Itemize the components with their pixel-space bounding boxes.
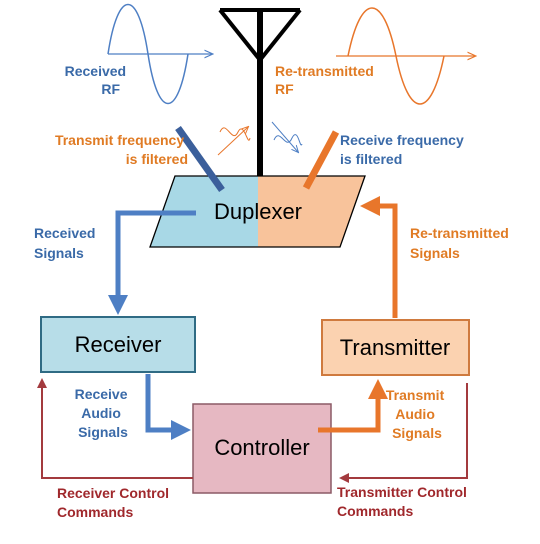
transmit-frequency-label: Transmit frequency [55, 132, 184, 148]
received-rf-wave [107, 4, 212, 104]
svg-text:Re-transmitted Signals: Re-transmitted Signals [410, 225, 513, 261]
receiver-control-label-2: Commands [57, 504, 133, 520]
receiver-label: Receiver [75, 332, 162, 357]
receiver-control-line [37, 378, 193, 479]
svg-text:Transmitter Control Comman: Transmitter Control Commands [337, 484, 471, 519]
receive-audio-label: Receive [75, 386, 128, 402]
transmit-audio-label-3: Signals [392, 425, 442, 441]
receive-audio-arrow [145, 374, 191, 440]
received-rf-label-2: RF [101, 81, 120, 97]
controller-block: Controller [192, 403, 332, 494]
received-signals-label: Received [34, 225, 95, 241]
transmit-audio-arrow [318, 379, 388, 433]
received-signals-label-2: Signals [34, 245, 84, 261]
duplexer-label: Duplexer [214, 199, 302, 224]
receive-filter-bar [302, 130, 340, 190]
retransmitted-signals-label-2: Signals [410, 245, 460, 261]
transmit-frequency-label-2: is filtered [126, 151, 188, 167]
transmitter-control-line [339, 383, 468, 483]
small-filtered-waves [217, 121, 303, 156]
svg-text:Receive Audio Signals: Receive Audio Signals [75, 386, 132, 440]
retransmitted-rf-wave [336, 7, 475, 105]
controller-label: Controller [214, 435, 309, 460]
retransmitted-rf-label-2: RF [275, 81, 294, 97]
svg-text:Transmit frequency is filt: Transmit frequency is filtered [55, 132, 188, 167]
transmitter-control-label: Transmitter Control [337, 484, 467, 500]
svg-text:Transmit Audio Signals: Transmit Audio Signals [386, 387, 448, 441]
received-rf-label: Received [65, 63, 126, 79]
svg-text:Received RF: Received RF [65, 63, 130, 97]
retransmitted-signals-label: Re-transmitted [410, 225, 509, 241]
svg-text:Receiver Control Commands: Receiver Control Commands [57, 485, 173, 520]
receive-audio-label-2: Audio [81, 405, 121, 421]
retransmitted-rf-label: Re-transmitted [275, 63, 374, 79]
svg-text:Re-transmitted RF: Re-transmitted RF [275, 63, 378, 97]
antenna-icon [218, 8, 302, 178]
transmitter-block: Transmitter [321, 319, 470, 376]
receiver-control-label: Receiver Control [57, 485, 169, 501]
transmit-filter-bar [175, 125, 225, 193]
receive-frequency-label-2: is filtered [340, 151, 402, 167]
transmit-audio-label-2: Audio [395, 406, 435, 422]
receiver-block: Receiver [40, 316, 196, 373]
transmitter-label: Transmitter [340, 335, 450, 360]
svg-text:Received Signals: Received Signals [34, 225, 99, 261]
retransmitted-signals-arrow [360, 196, 398, 318]
received-signals-arrow [108, 210, 196, 315]
receive-audio-label-3: Signals [78, 424, 128, 440]
transmit-audio-label: Transmit [386, 387, 445, 403]
svg-text:Receive frequency is filte: Receive frequency is filtered [340, 132, 468, 167]
receive-frequency-label: Receive frequency [340, 132, 464, 148]
duplexer-block: Duplexer [149, 175, 366, 248]
transmitter-control-label-2: Commands [337, 503, 413, 519]
